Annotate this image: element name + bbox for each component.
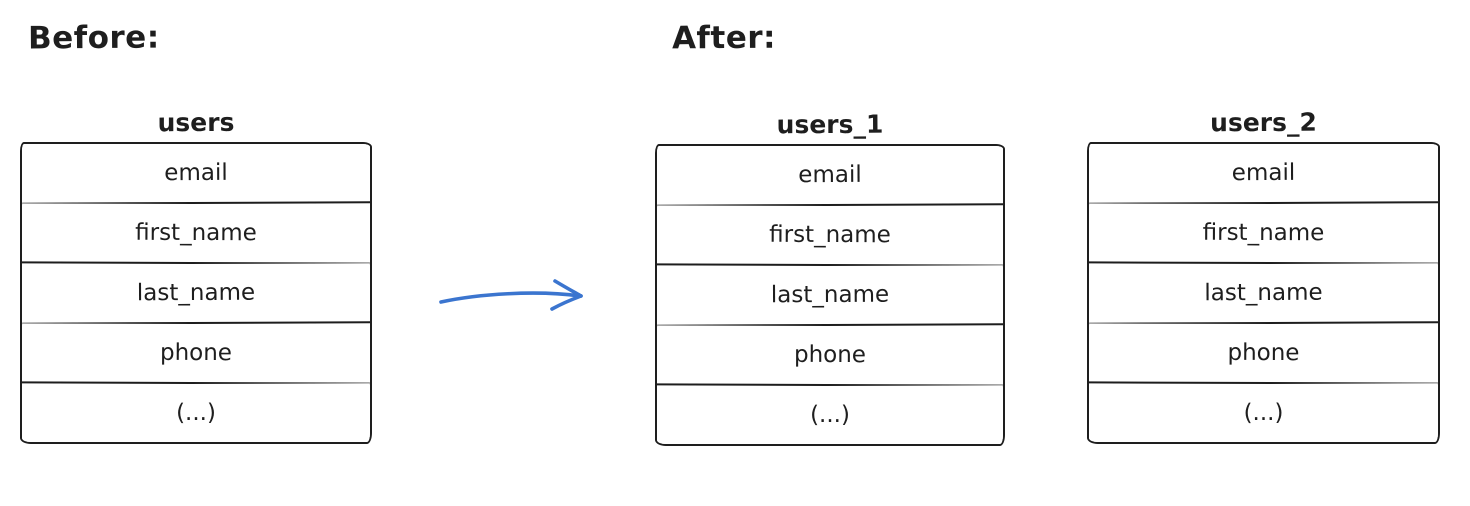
table-row: email xyxy=(657,146,1003,207)
table-box: email first_name last_name phone (...) xyxy=(1087,142,1440,444)
table-row: phone xyxy=(1089,323,1438,385)
table-row: phone xyxy=(22,323,370,385)
table-row: (...) xyxy=(22,383,370,442)
table-title: users_2 xyxy=(1210,107,1317,138)
table-title: users xyxy=(157,107,235,138)
table-row: last_name xyxy=(22,263,370,325)
table-users: users email first_name last_name phone (… xyxy=(20,108,372,444)
table-row: last_name xyxy=(1089,263,1438,325)
table-row: last_name xyxy=(657,265,1003,327)
table-title: users_1 xyxy=(776,109,884,140)
table-row: first_name xyxy=(657,205,1003,267)
table-row: (...) xyxy=(657,385,1003,444)
table-row: first_name xyxy=(1089,203,1438,265)
before-label: Before: xyxy=(27,19,160,57)
after-label: After: xyxy=(671,19,777,57)
table-box: email first_name last_name phone (...) xyxy=(20,142,372,444)
table-row: email xyxy=(1089,144,1438,205)
right-arrow-icon xyxy=(439,279,583,311)
table-users-1: users_1 email first_name last_name phone… xyxy=(655,110,1005,446)
table-box: email first_name last_name phone (...) xyxy=(655,144,1005,446)
table-row: (...) xyxy=(1089,383,1438,442)
table-users-2: users_2 email first_name last_name phone… xyxy=(1087,108,1440,444)
table-row: phone xyxy=(657,325,1003,387)
table-row: email xyxy=(22,144,370,205)
table-row: first_name xyxy=(22,203,370,265)
